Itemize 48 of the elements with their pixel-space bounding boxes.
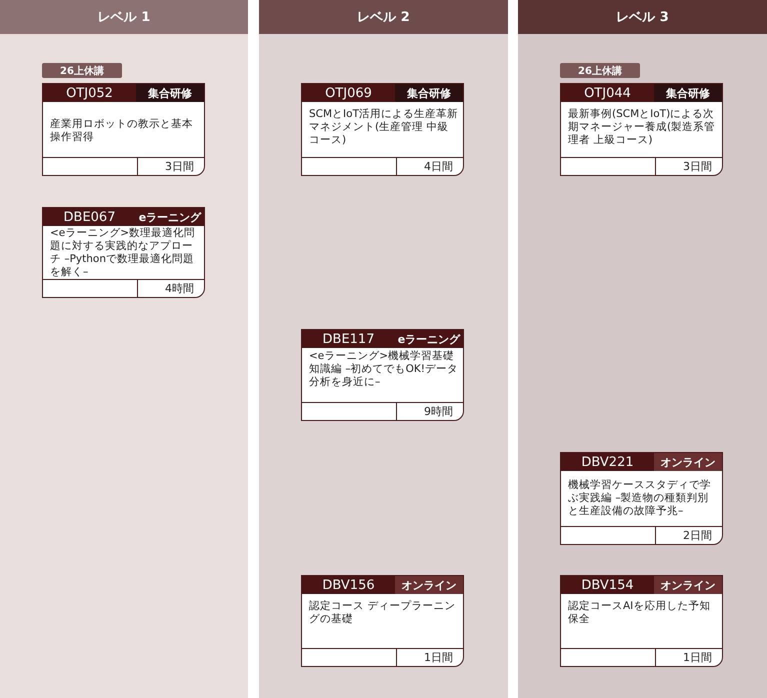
course-card xyxy=(301,329,464,421)
course-card xyxy=(301,575,464,667)
duration-text: 1日間 xyxy=(424,650,453,665)
course-card xyxy=(560,575,723,667)
course-description: <eラーニング>数理最適化問題に対する実践的なアプローチ –Pythonで数理最適化問題を解く– xyxy=(50,227,196,279)
duration-text: 9時間 xyxy=(424,404,453,419)
course-code: DBE067 xyxy=(43,208,136,226)
course-description: SCMとIoT活用による生産革新マネジメント(生産管理 中級コース) xyxy=(309,108,458,147)
level-column xyxy=(0,0,248,698)
session-tag: 26上休講 xyxy=(560,63,640,78)
session-tag: 26上休講 xyxy=(42,63,122,78)
course-description: 産業用ロボットの教示と基本操作習得 xyxy=(50,118,194,144)
course-type-label: eラーニング xyxy=(395,330,463,348)
course-card xyxy=(42,207,205,298)
level-column xyxy=(518,0,767,698)
course-card xyxy=(560,83,723,176)
duration-text: 1日間 xyxy=(683,650,712,665)
course-type-label: 集合研修 xyxy=(654,84,722,102)
course-description: 認定コース ディープラーニングの基礎 xyxy=(309,600,456,626)
column-header: レベル 1 xyxy=(0,0,248,34)
course-code: DBE117 xyxy=(302,330,395,348)
course-card xyxy=(301,83,464,176)
course-type-label: オンライン xyxy=(654,576,722,594)
course-type-label: 集合研修 xyxy=(136,84,204,102)
course-code: OTJ044 xyxy=(561,84,654,102)
course-code: OTJ052 xyxy=(43,84,136,102)
duration-text: 3日間 xyxy=(683,159,712,174)
duration-text: 2日間 xyxy=(683,528,712,543)
course-card xyxy=(560,452,723,545)
course-type-label: 集合研修 xyxy=(395,84,463,102)
duration-text: 4日間 xyxy=(424,159,453,174)
course-code: DBV156 xyxy=(302,576,395,594)
level-column xyxy=(259,0,508,698)
duration-text: 4時間 xyxy=(165,281,194,296)
course-code: OTJ069 xyxy=(302,84,395,102)
course-code: DBV221 xyxy=(561,453,654,471)
course-type-label: オンライン xyxy=(395,576,463,594)
course-code: DBV154 xyxy=(561,576,654,594)
column-header: レベル 3 xyxy=(518,0,767,34)
course-description: <eラーニング>機械学習基礎知識編 –初めてでもOK!データ分析を身近に– xyxy=(309,350,458,389)
duration-text: 3日間 xyxy=(165,159,194,174)
course-description: 認定コースAIを応用した予知保全 xyxy=(568,600,712,626)
course-description: 機械学習ケーススタディで学ぶ実践編 –製造物の種類判別と生産設備の故障予兆– xyxy=(568,479,712,518)
course-card xyxy=(42,83,205,176)
column-header: レベル 2 xyxy=(259,0,508,34)
course-type-label: オンライン xyxy=(654,453,722,471)
course-type-label: eラーニング xyxy=(136,208,204,226)
course-description: 最新事例(SCMとIoT)による次期マネージャー養成(製造系管理者 上級コース) xyxy=(568,108,716,147)
